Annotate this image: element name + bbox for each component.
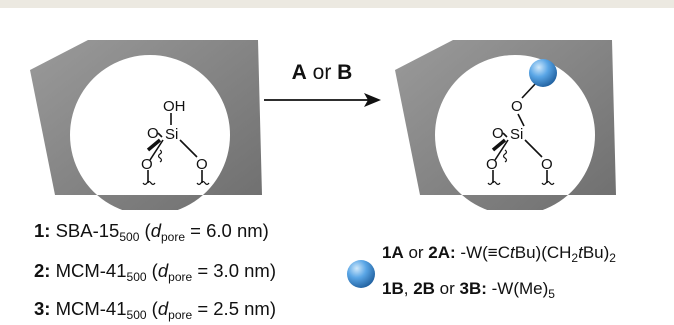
atom-si: Si	[510, 126, 523, 143]
material-2: 2: MCM-41500 (dpore = 3.0 nm)	[34, 260, 276, 284]
atom-o-top: O	[147, 125, 159, 142]
legend-sphere-icon	[347, 260, 375, 288]
arrow-label: A or B	[292, 61, 353, 84]
atom-o-right: O	[196, 156, 208, 173]
left-pore-support	[30, 40, 262, 210]
material-3: 3: MCM-41500 (dpore = 2.5 nm)	[34, 298, 276, 322]
right-atom-labels: O O Si O O	[486, 98, 553, 173]
left-atom-labels: OH O Si O O	[141, 98, 208, 173]
legend-line-b: 1B, 2B or 3B: -W(Me)5	[382, 279, 555, 301]
atom-oh: OH	[163, 98, 186, 115]
top-band	[0, 0, 674, 8]
atom-o-mid: O	[492, 125, 504, 142]
left-silanol-group	[142, 113, 210, 186]
tungsten-sphere	[529, 59, 557, 87]
reaction-scheme: OH O Si O O A or B O O Si O O	[30, 40, 616, 210]
reaction-arrow	[264, 93, 381, 107]
legend-line-a: 1A or 2A: -W(≡CtBu)(CH2tBu)2	[382, 243, 616, 265]
right-grafted-group	[487, 81, 555, 186]
atom-o-left: O	[141, 156, 153, 173]
right-pore-support	[395, 40, 616, 210]
atom-si: Si	[165, 126, 178, 143]
material-1: 1: SBA-15500 (dpore = 6.0 nm)	[34, 220, 269, 244]
atom-o-right: O	[541, 156, 553, 173]
atom-o-up: O	[511, 98, 523, 115]
atom-o-left: O	[486, 156, 498, 173]
